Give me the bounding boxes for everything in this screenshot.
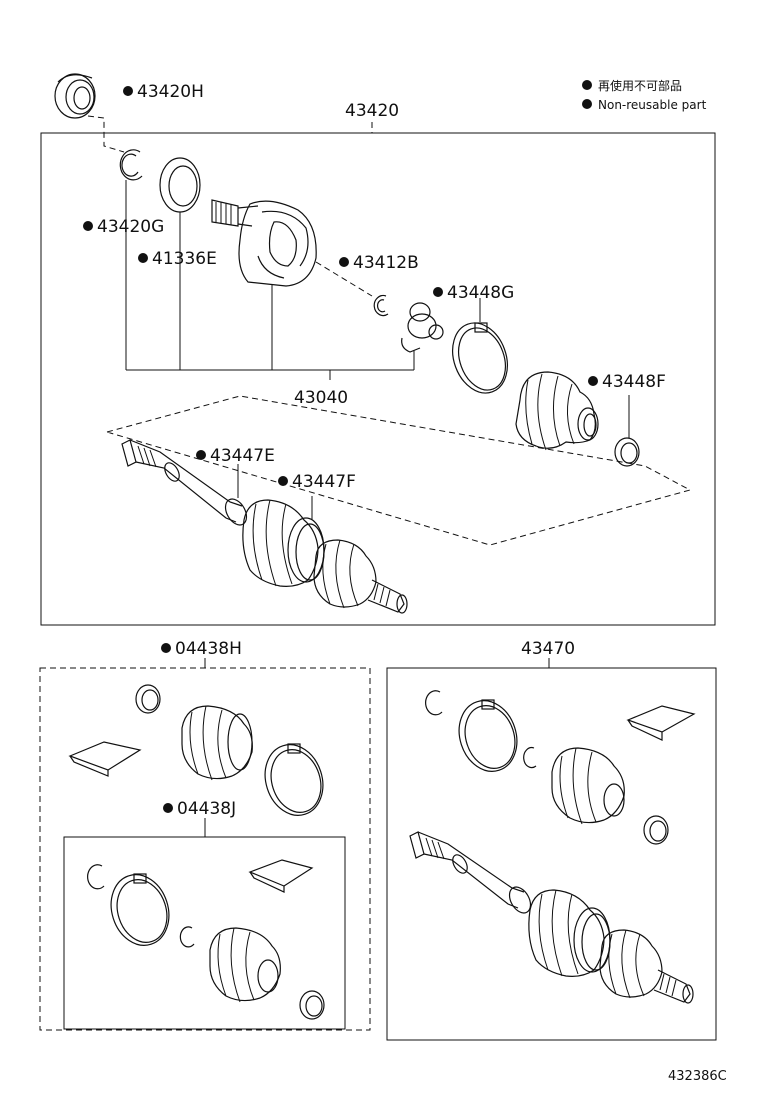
group-43040: 43040 (126, 369, 414, 408)
figure-code: 432386C (668, 1069, 727, 1084)
part-43448G: 43448G (433, 283, 514, 394)
part-boot-inner (515, 371, 599, 451)
callout-43412B: 43412B (353, 253, 419, 273)
kit-04438H-frame (39, 667, 371, 1031)
callout-43420H: 43420H (137, 82, 204, 102)
non-reusable-dot-icon (582, 80, 592, 90)
part-43412B: 43412B (339, 253, 419, 317)
non-reusable-dot-icon (582, 99, 592, 109)
group-43040-label: 43040 (294, 388, 348, 408)
callout-43447F: 43447F (292, 472, 356, 492)
part-43420H: 43420H (54, 73, 204, 153)
main-assembly-frame (40, 132, 716, 626)
part-inner-joint-housing (211, 199, 373, 370)
part-43420G: 43420G (83, 149, 164, 370)
kit-43470: 43470 (386, 639, 717, 1041)
main-assembly-label: 43420 (345, 101, 399, 121)
callout-41336E: 41336E (152, 249, 217, 269)
legend: 再使用不可部品 Non-reusable part (582, 78, 707, 112)
part-tripod (401, 302, 444, 370)
kit-04438H-label: 04438H (175, 639, 242, 659)
callout-43447E: 43447E (210, 446, 275, 466)
main-assembly: 43420 (40, 101, 716, 626)
kit-43470-label: 43470 (521, 639, 575, 659)
part-41336E: 41336E (138, 157, 217, 370)
legend-en: Non-reusable part (598, 98, 707, 112)
kit-43470-frame (386, 667, 717, 1041)
part-43448F: 43448F (588, 372, 666, 467)
part-shaft-assembly: 43447E 43447F (121, 439, 408, 614)
callout-43420G: 43420G (97, 217, 164, 237)
kit-04438H: 04438H 04438J (39, 639, 371, 1031)
boot-set-outline (105, 395, 692, 546)
callout-43448G: 43448G (447, 283, 514, 303)
kit-04438J-label: 04438J (177, 799, 236, 819)
legend-jp: 再使用不可部品 (598, 78, 682, 93)
callout-43448F: 43448F (602, 372, 666, 392)
